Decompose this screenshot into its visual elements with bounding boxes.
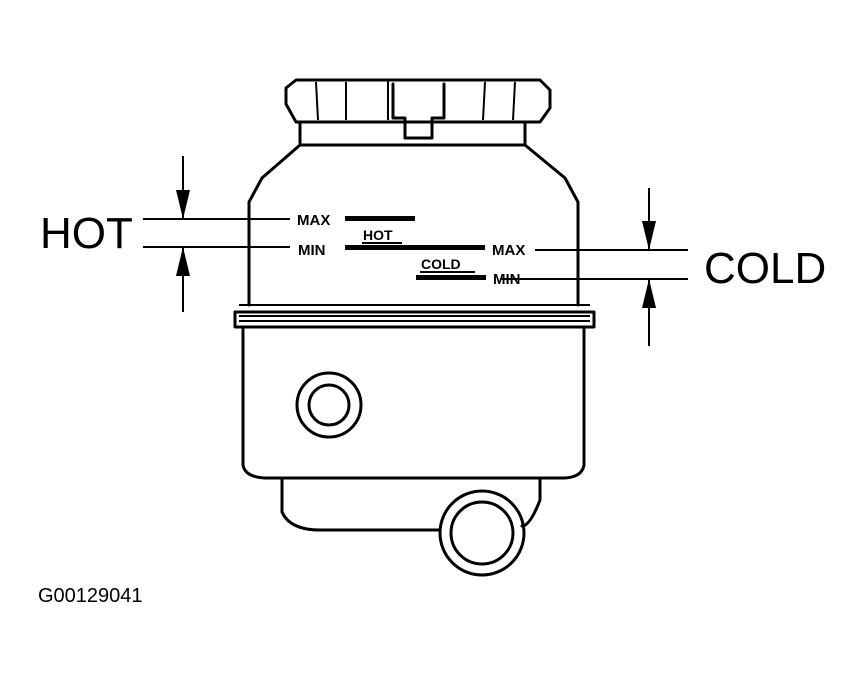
- hot-top-arrow-icon: [176, 190, 190, 219]
- hot-min-cold-max-line: [345, 245, 485, 250]
- cold-dimension: [500, 188, 688, 346]
- hot-dimension: [143, 156, 290, 312]
- cold-max-label: MAX: [492, 242, 525, 259]
- hot-band-label: HOT: [363, 227, 393, 243]
- hot-max-line: [345, 216, 415, 221]
- hot-range-label: HOT: [40, 209, 133, 258]
- reservoir-band: [233, 304, 596, 329]
- figure-code: G00129041: [38, 585, 143, 607]
- bottom-port: [438, 489, 526, 577]
- cold-min-line: [416, 275, 486, 280]
- reservoir-lower-body: [241, 325, 586, 532]
- cold-top-arrow-icon: [642, 221, 656, 250]
- hot-bottom-arrow-icon: [176, 247, 190, 276]
- cold-range-label: COLD: [704, 244, 826, 293]
- hot-min-label: MIN: [298, 242, 326, 259]
- cold-bottom-arrow-icon: [642, 279, 656, 308]
- side-port: [295, 371, 363, 439]
- hot-max-label: MAX: [297, 212, 330, 229]
- cold-band-label: COLD: [421, 256, 461, 272]
- reservoir-cap: [284, 78, 552, 147]
- reservoir-upper-body: [247, 143, 580, 307]
